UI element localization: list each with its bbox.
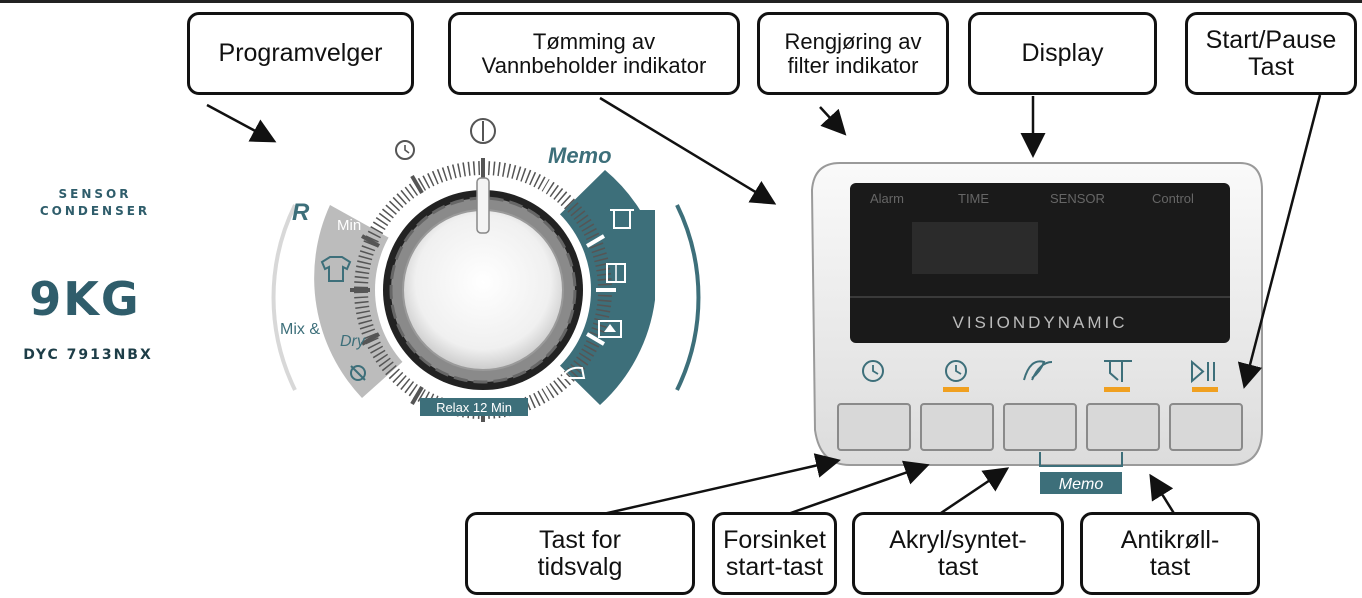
callout-programvelger-text: Programvelger: [218, 39, 383, 67]
delay-start-led: [943, 387, 969, 392]
dial-major-tick: [360, 234, 381, 248]
brand-condenser-text: CONDENSER: [39, 204, 151, 218]
program-knob[interactable]: [402, 209, 564, 371]
dial-major-tick: [542, 385, 556, 406]
start-pause-button[interactable]: [1169, 403, 1243, 451]
memo-badge: [1040, 472, 1122, 494]
callout-rengjoring-line2: filter indikator: [787, 52, 919, 78]
callout-tidsvalg-line2: tidsvalg: [537, 552, 623, 581]
callout-rengjoring: Rengjøring av filter indikator: [757, 12, 949, 95]
callout-akryl: Akryl/syntet- tast: [852, 512, 1064, 595]
arrow-tomming: [599, 96, 777, 205]
brand-sensor-condenser: SENSOR CONDENSER: [30, 186, 160, 220]
callout-tidsvalg-line1: Tast for: [539, 525, 621, 554]
dial-memo-label: Memo: [548, 143, 612, 168]
hanging-dry-icon: [610, 209, 634, 229]
power-icon: [470, 118, 496, 144]
brand-sensor-text: SENSOR: [58, 187, 132, 201]
callout-programvelger: Programvelger: [187, 12, 414, 95]
callout-akryl-line2: tast: [937, 552, 979, 581]
arrow-start-pause: [1237, 94, 1322, 389]
arrow-programvelger: [206, 103, 277, 143]
arrow-tidsvalg: [589, 453, 841, 519]
arrow-antikroll: [1149, 473, 1177, 516]
dial-major-tick: [542, 174, 556, 195]
display-control-label: Control: [1152, 191, 1194, 206]
callout-display-text: Display: [1021, 39, 1104, 67]
callout-tidsvalg: Tast for tidsvalg: [465, 512, 695, 595]
callout-antikroll-line1: Antikrøll-: [1120, 525, 1220, 554]
dial-left-bracket: [271, 204, 297, 391]
model-label: DYC 7913NBX: [23, 347, 153, 363]
anticrease-led: [1104, 387, 1130, 392]
dial-min-label: Min: [337, 217, 361, 234]
dial-major-tick: [585, 234, 606, 248]
program-dial: Memo R 40 Min Mix & Dry: [271, 118, 701, 422]
cupboard-dry-icon: [606, 263, 626, 283]
arrow-rengjoring: [819, 106, 847, 136]
control-panel: Alarm TIME SENSOR Control VISIONDYNAMIC: [810, 162, 1263, 494]
dial-40-label: 40: [341, 199, 358, 216]
dial-major-tick: [410, 174, 424, 195]
capacity-label: 9KG: [29, 272, 141, 326]
callout-antikroll-line2: tast: [1149, 552, 1191, 581]
display-time-segment: [912, 222, 1038, 274]
dial-r-symbol: R: [292, 199, 310, 226]
delay-start-icon: [945, 360, 967, 382]
callout-arrows: [206, 94, 1322, 519]
shirt-icon: [320, 256, 352, 282]
callout-start-line1: Start/Pause: [1205, 25, 1337, 54]
callout-display: Display: [968, 12, 1157, 95]
timer-icon: [395, 140, 415, 160]
iron-icon: [560, 366, 586, 379]
callout-tomming: Tømming av Vannbeholder indikator: [448, 12, 740, 95]
callout-start-pause: Start/Pause Tast: [1185, 12, 1357, 95]
arrow-forsinket: [784, 460, 930, 517]
relax-label-box: [420, 398, 528, 416]
callout-rengjoring-line1: Rengjøring av: [784, 28, 922, 54]
callout-forsinket: Forsinket start-tast: [712, 512, 837, 595]
synthetic-icon: [1023, 360, 1053, 381]
callout-akryl-line1: Akryl/syntet-: [889, 525, 1027, 554]
synthetic-button[interactable]: [1003, 403, 1077, 451]
display-time-label: TIME: [958, 191, 989, 206]
start-pause-led: [1192, 387, 1218, 392]
callout-forsinket-line1: Forsinket: [723, 525, 826, 554]
dial-major-tick: [360, 332, 381, 346]
display-sensor-label: SENSOR: [1050, 191, 1105, 206]
dial-right-bracket: [675, 204, 701, 391]
knob-pointer: [476, 177, 490, 234]
memo-badge-label: Memo: [1059, 476, 1104, 493]
time-select-button[interactable]: [837, 403, 911, 451]
callout-forsinket-line2: start-tast: [725, 552, 824, 581]
callout-tomming-line1: Tømming av: [532, 28, 656, 54]
dial-major-tick: [410, 385, 424, 406]
visiondynamic-label: VISIONDYNAMIC: [952, 313, 1127, 332]
anticrease-icon: [1104, 360, 1132, 382]
callout-antikroll: Antikrøll- tast: [1080, 512, 1260, 595]
anticrease-button[interactable]: [1086, 403, 1160, 451]
display-alarm-label: Alarm: [870, 191, 904, 206]
clock-icon: [862, 360, 884, 382]
wool-icon: [350, 365, 366, 381]
arrow-akryl: [934, 467, 1010, 519]
callout-start-line2: Tast: [1248, 52, 1294, 81]
memo-bracket: [1039, 452, 1123, 467]
iron-dry-icon: [598, 320, 622, 338]
delay-start-button[interactable]: [920, 403, 994, 451]
dial-mix-label: Mix &: [280, 321, 320, 338]
dial-major-tick: [585, 332, 606, 346]
dial-dry-label: Dry: [340, 333, 366, 350]
top-border-line: [0, 0, 1362, 3]
relax-label: Relax 12 Min: [436, 400, 512, 415]
play-pause-icon: [1191, 359, 1215, 384]
callout-tomming-line2: Vannbeholder indikator: [481, 52, 707, 78]
